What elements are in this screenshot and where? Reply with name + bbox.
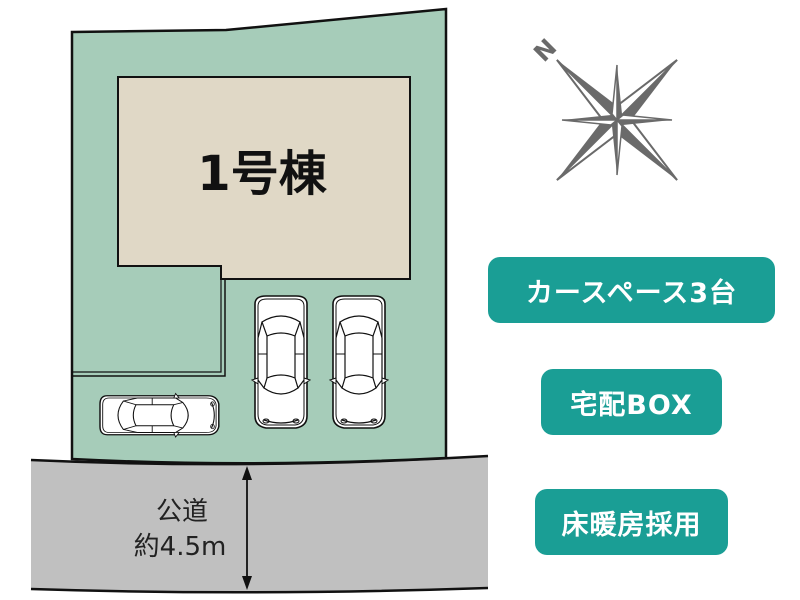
road-width-arrow-icon xyxy=(242,466,252,590)
road-width-label: 約4.5m xyxy=(134,532,227,562)
public-road xyxy=(30,454,489,594)
road-label: 公道 xyxy=(156,497,208,527)
house-footprint xyxy=(117,76,411,280)
garden-area xyxy=(72,270,226,377)
car-icon xyxy=(99,392,220,438)
car-icon xyxy=(251,295,311,429)
house-label: 1号棟 xyxy=(197,146,327,202)
feature-badge-delivery-box: 宅配BOX xyxy=(541,369,722,435)
north-label: N xyxy=(528,33,562,67)
feature-badge-floor-heating: 床暖房採用 xyxy=(535,489,728,555)
car-icon xyxy=(329,295,389,429)
feature-badge-car-space: カースペース3台 xyxy=(488,257,775,323)
compass-rose-icon: N xyxy=(528,33,678,181)
